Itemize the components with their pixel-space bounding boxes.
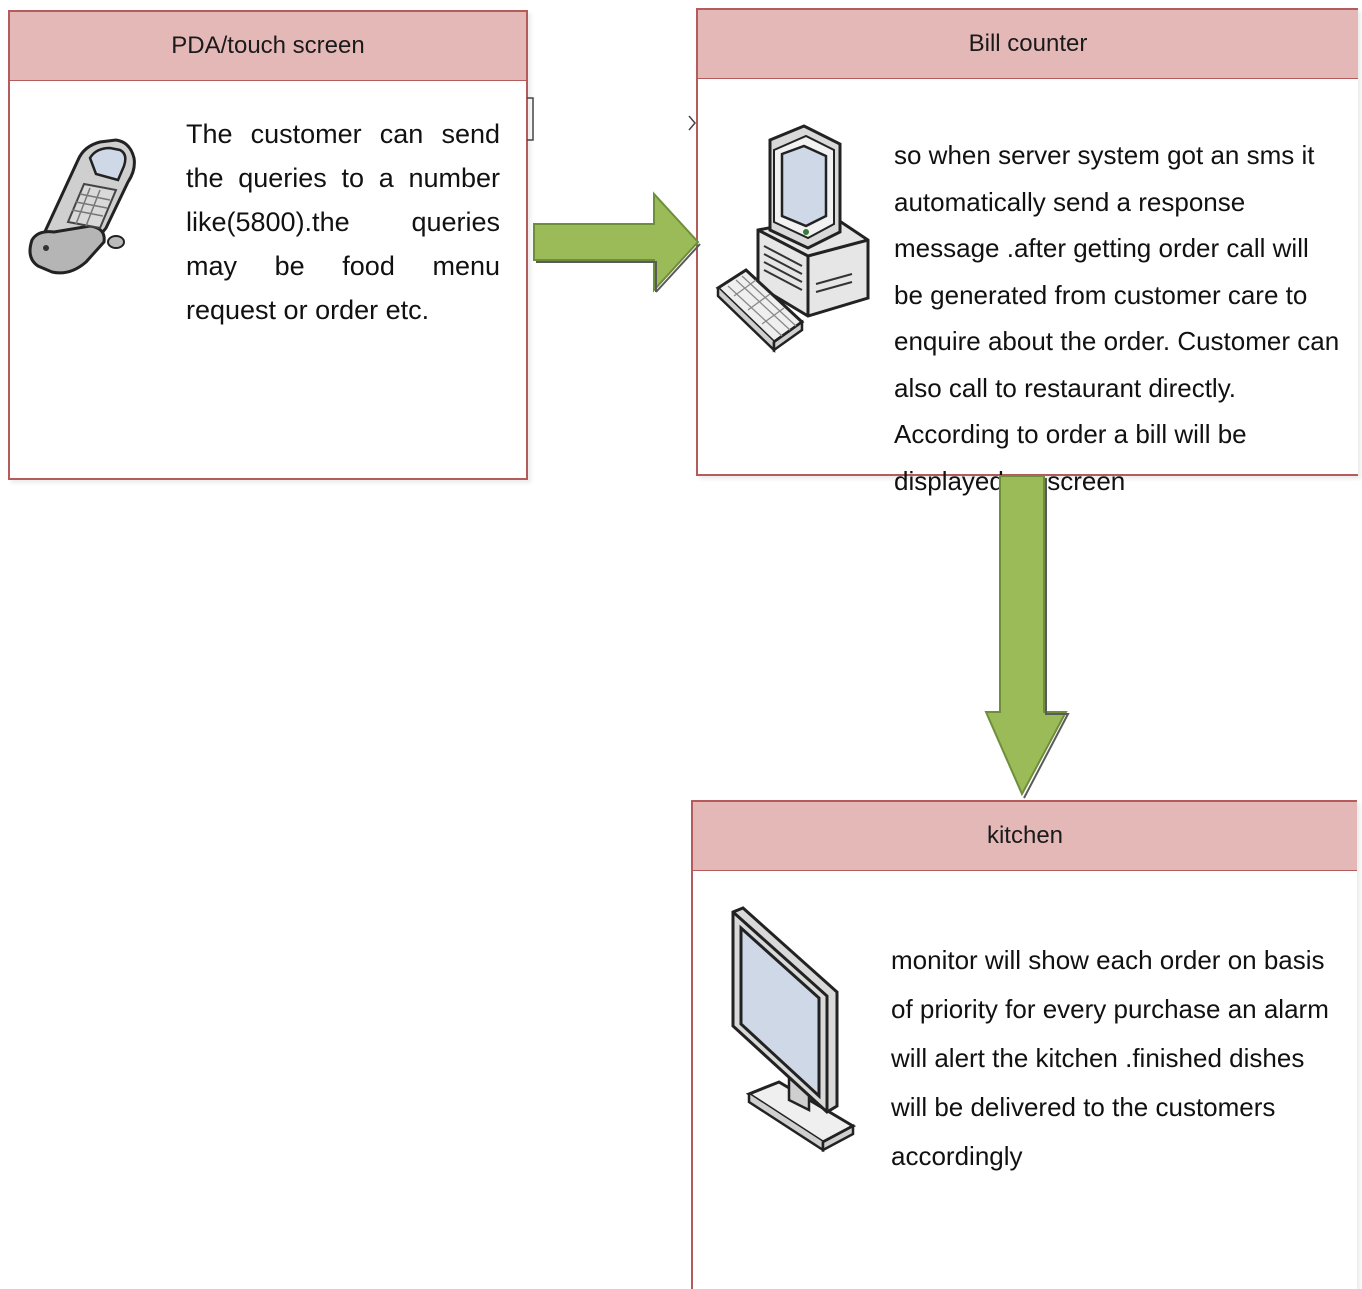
- bill-counter-title: Bill counter: [698, 10, 1358, 79]
- connector-chevron: [688, 115, 696, 131]
- pda-description: The customer can send the queries to a n…: [186, 119, 500, 325]
- down-arrow-icon: [984, 475, 1070, 799]
- pda-box: PDA/touch screen The customer can send t…: [8, 10, 528, 480]
- right-arrow-icon: [533, 191, 701, 293]
- kitchen-box: kitchen monitor will show each order on …: [691, 800, 1357, 1289]
- kitchen-description: monitor will show each order on basis of…: [891, 945, 1329, 1171]
- kitchen-title: kitchen: [693, 802, 1357, 871]
- desktop-computer-icon: [715, 124, 870, 353]
- mobile-phone-icon: [28, 138, 136, 275]
- bill-counter-description: so when server system got an sms it auto…: [894, 140, 1340, 496]
- pda-box-title: PDA/touch screen: [10, 12, 526, 81]
- flat-monitor-icon: [731, 906, 857, 1153]
- bill-counter-box: Bill counter so when s: [696, 8, 1358, 496]
- connector-tick: [527, 97, 534, 141]
